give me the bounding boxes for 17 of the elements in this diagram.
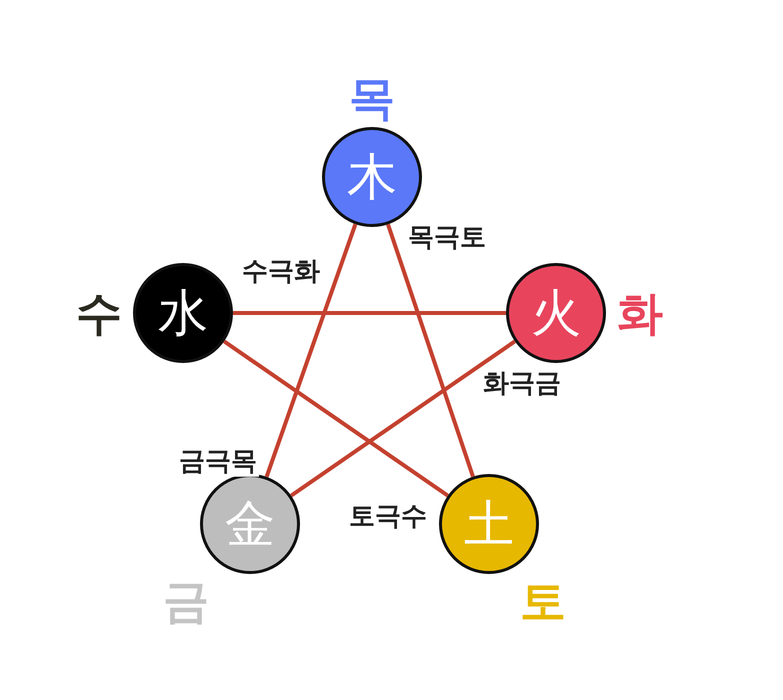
node-caption: 목 (349, 75, 395, 121)
node-label: 火 (531, 288, 581, 338)
node-label: 金 (225, 499, 275, 549)
node-caption: 화 (617, 290, 663, 336)
node-caption: 금 (163, 578, 209, 624)
connector-line (264, 224, 358, 478)
node-caption: 토 (520, 578, 566, 624)
connector-line (290, 340, 516, 498)
connector-line (233, 311, 506, 315)
edge-label: 수극화 (240, 258, 322, 286)
node-label: 木 (347, 152, 397, 202)
node-caption: 수 (76, 290, 122, 336)
connector-line (223, 340, 449, 498)
connector-line (386, 224, 475, 478)
node-label: 水 (158, 288, 208, 338)
node-label: 土 (464, 499, 514, 549)
edge-label: 금극목 (177, 448, 259, 476)
